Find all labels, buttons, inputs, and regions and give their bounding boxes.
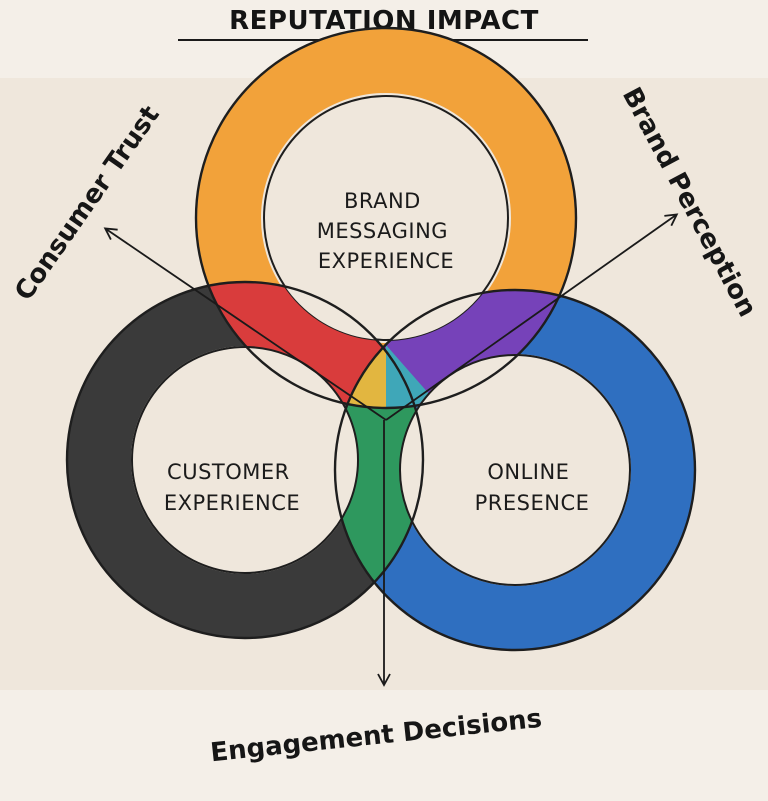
arrow-consumer-trust [103, 227, 387, 421]
axis-label-consumer-trust: Consumer Trust [9, 101, 166, 307]
ring-right-center [399, 354, 631, 586]
arrow-brand-perception [385, 213, 679, 421]
overlap-top-left [196, 282, 423, 408]
ring-left-label: CUSTOMER EXPERIENCE [164, 460, 300, 515]
bottom-band [0, 690, 768, 801]
axis-label-engagement-decisions: Engagement Decisions [209, 704, 543, 769]
axis-label-brand-perception: Brand Perception [616, 83, 762, 322]
overlap-top-right [335, 290, 576, 408]
ring-top-center [263, 95, 509, 341]
ring-right-label: ONLINE PRESENCE [475, 460, 590, 515]
ring-top-label: BRAND MESSAGING EXPERIENCE [317, 189, 456, 273]
